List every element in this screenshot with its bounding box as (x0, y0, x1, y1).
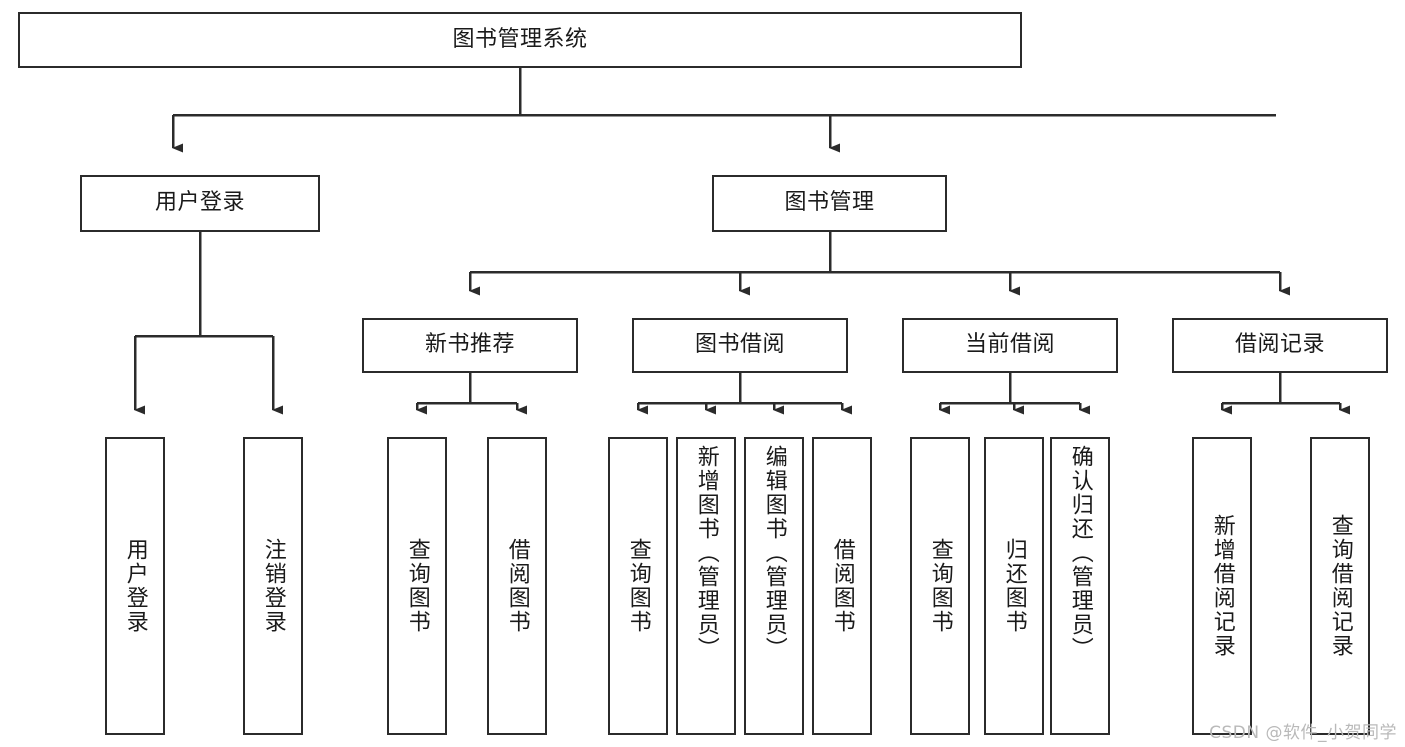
node-new-book-recommend[interactable]: 新书推荐 (362, 318, 578, 373)
node-root-label: 图书管理系统 (452, 26, 588, 52)
leaf-edit-book-label: 编辑图书（管理员） (761, 445, 787, 661)
leaf-query-book-recommend[interactable]: 查询图书 (387, 437, 447, 735)
leaf-confirm-return[interactable]: 确认归还（管理员） (1050, 437, 1110, 735)
leaf-add-borrow-record[interactable]: 新增借阅记录 (1192, 437, 1252, 735)
leaf-borrow-book-label: 借阅图书 (829, 538, 855, 634)
node-user-login-label: 用户登录 (154, 190, 245, 216)
node-book-borrow[interactable]: 图书借阅 (632, 318, 848, 373)
node-new-book-recommend-label: 新书推荐 (424, 332, 515, 358)
node-book-borrow-label: 图书借阅 (694, 332, 785, 358)
node-borrow-records[interactable]: 借阅记录 (1172, 318, 1388, 373)
leaf-query-book-current-label: 查询图书 (927, 538, 953, 634)
node-root[interactable]: 图书管理系统 (18, 12, 1022, 68)
node-current-borrow-label: 当前借阅 (964, 332, 1055, 358)
leaf-user-login[interactable]: 用户登录 (105, 437, 165, 735)
node-current-borrow[interactable]: 当前借阅 (902, 318, 1118, 373)
leaf-edit-book[interactable]: 编辑图书（管理员） (744, 437, 804, 735)
leaf-confirm-return-label: 确认归还（管理员） (1067, 445, 1093, 661)
leaf-query-book-borrow[interactable]: 查询图书 (608, 437, 668, 735)
leaf-add-book[interactable]: 新增图书（管理员） (676, 437, 736, 735)
leaf-borrow-book-recommend[interactable]: 借阅图书 (487, 437, 547, 735)
node-borrow-records-label: 借阅记录 (1234, 332, 1325, 358)
leaf-user-logout-label: 注销登录 (260, 538, 286, 634)
leaf-query-borrow-record[interactable]: 查询借阅记录 (1310, 437, 1370, 735)
leaf-query-book-recommend-label: 查询图书 (404, 538, 430, 634)
node-user-login[interactable]: 用户登录 (80, 175, 320, 232)
leaf-query-book-current[interactable]: 查询图书 (910, 437, 970, 735)
leaf-user-logout[interactable]: 注销登录 (243, 437, 303, 735)
leaf-query-book-borrow-label: 查询图书 (625, 538, 651, 634)
leaf-add-borrow-record-label: 新增借阅记录 (1209, 514, 1235, 658)
leaf-user-login-label: 用户登录 (122, 538, 148, 634)
node-book-management[interactable]: 图书管理 (712, 175, 947, 232)
leaf-return-book-label: 归还图书 (1001, 538, 1027, 634)
leaf-return-book[interactable]: 归还图书 (984, 437, 1044, 735)
leaf-add-book-label: 新增图书（管理员） (693, 445, 719, 661)
leaf-borrow-book[interactable]: 借阅图书 (812, 437, 872, 735)
leaf-query-borrow-record-label: 查询借阅记录 (1327, 514, 1353, 658)
node-book-management-label: 图书管理 (784, 190, 875, 216)
leaf-borrow-book-recommend-label: 借阅图书 (504, 538, 530, 634)
